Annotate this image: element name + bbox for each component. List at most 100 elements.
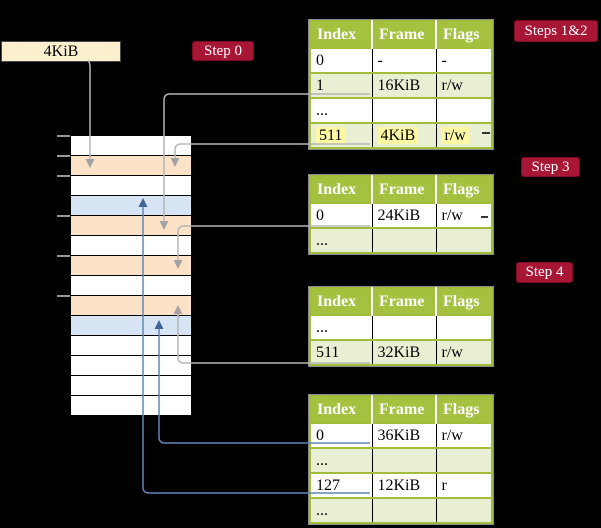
page-table-cell: r/w bbox=[436, 122, 492, 148]
page-table-row: ... bbox=[310, 97, 492, 123]
memory-frame-row-4KiB bbox=[71, 156, 191, 176]
page-table-row: ... bbox=[310, 314, 492, 340]
column-header-index: Index bbox=[310, 21, 373, 48]
column-header-flags: Flags bbox=[436, 176, 492, 203]
memory-frame-row-0KiB bbox=[71, 136, 191, 156]
page-table-cell: 12KiB bbox=[372, 472, 437, 498]
memory-tick bbox=[57, 215, 70, 217]
column-header-flags: Flags bbox=[436, 288, 492, 315]
page-table-cell bbox=[372, 227, 437, 253]
page-table-row: 511 4KiB r/w bbox=[310, 122, 492, 148]
column-header-frame: Frame bbox=[372, 21, 437, 48]
page-table-cell bbox=[372, 314, 437, 340]
frame-address-label: 4KiB bbox=[1, 41, 121, 62]
column-header-index: Index bbox=[310, 288, 373, 315]
highlighted-value: 511 bbox=[316, 126, 346, 144]
memory-tick bbox=[57, 295, 70, 297]
page-table-cell: 36KiB bbox=[372, 422, 437, 448]
steps-1-2-badge: Steps 1&2 bbox=[514, 20, 598, 42]
memory-frame-row-24KiB bbox=[71, 256, 191, 276]
column-header-frame: Frame bbox=[372, 176, 437, 203]
column-header-index: Index bbox=[310, 176, 373, 203]
memory-frame-row-52KiB bbox=[71, 396, 191, 416]
page-table-cell bbox=[436, 97, 492, 123]
memory-tick bbox=[57, 175, 70, 177]
column-header-frame: Frame bbox=[372, 396, 437, 423]
page-table-cell: r/w bbox=[436, 422, 492, 448]
page-table-cell: r/w bbox=[436, 72, 492, 98]
page-table-row: 0-- bbox=[310, 47, 492, 73]
memory-frame-row-40KiB bbox=[71, 336, 191, 356]
page-table-cell: 1 bbox=[310, 72, 373, 98]
highlighted-value: 4KiB bbox=[377, 126, 419, 144]
page-table-cell: - bbox=[436, 47, 492, 73]
memory-frame-row-8KiB bbox=[71, 176, 191, 196]
page-table-cell bbox=[436, 497, 492, 523]
page-table-cell bbox=[372, 497, 437, 523]
page-table-cell: - bbox=[372, 47, 437, 73]
page-table-row: ... bbox=[310, 447, 492, 473]
memory-frame-row-20KiB bbox=[71, 236, 191, 256]
physical-memory-column bbox=[70, 135, 192, 416]
page-table-cell: 24KiB bbox=[372, 202, 437, 228]
memory-tick bbox=[57, 155, 70, 157]
step-3-badge: Step 3 bbox=[521, 157, 580, 177]
memory-tick bbox=[57, 255, 70, 257]
page-table-cell: ... bbox=[310, 314, 373, 340]
page-table-cell: r/w bbox=[436, 339, 492, 365]
page-table-cell: ... bbox=[310, 447, 373, 473]
page-table-cell: 4KiB bbox=[372, 122, 437, 148]
page-table-cell bbox=[372, 447, 437, 473]
memory-frame-row-28KiB bbox=[71, 276, 191, 296]
page-table-cell: ... bbox=[310, 97, 373, 123]
column-header-flags: Flags bbox=[436, 21, 492, 48]
memory-frame-row-44KiB bbox=[71, 356, 191, 376]
page-table-cell: ... bbox=[310, 227, 373, 253]
column-header-index: Index bbox=[310, 396, 373, 423]
memory-frame-row-16KiB bbox=[71, 216, 191, 236]
step-4-badge: Step 4 bbox=[516, 262, 573, 283]
page-table-row: ... bbox=[310, 227, 492, 253]
highlighted-value: r/w bbox=[441, 126, 469, 144]
page-table-cell: 127 bbox=[310, 472, 373, 498]
memory-frame-row-36KiB bbox=[71, 316, 191, 336]
page-table-cell: ... bbox=[310, 497, 373, 523]
page-table-cell bbox=[436, 314, 492, 340]
page-table-cell: 16KiB bbox=[372, 72, 437, 98]
page-table-cell: 0 bbox=[310, 422, 373, 448]
memory-tick bbox=[57, 135, 70, 137]
page-table-row: ... bbox=[310, 497, 492, 523]
step-0-badge: Step 0 bbox=[192, 41, 254, 61]
page-table-cell: 511 bbox=[310, 339, 373, 365]
column-header-frame: Frame bbox=[372, 288, 437, 315]
page-table-cell bbox=[436, 227, 492, 253]
page-table-cell: 0 bbox=[310, 202, 373, 228]
page-table-cell: 0 bbox=[310, 47, 373, 73]
column-header-flags: Flags bbox=[436, 396, 492, 423]
page-table-cell bbox=[436, 447, 492, 473]
memory-frame-row-12KiB bbox=[71, 196, 191, 216]
page-table-cell: 511 bbox=[310, 122, 373, 148]
page-table-cell: r bbox=[436, 472, 492, 498]
memory-frame-row-32KiB bbox=[71, 296, 191, 316]
page-table-cell: r/w bbox=[436, 202, 492, 228]
page-table-cell: 32KiB bbox=[372, 339, 437, 365]
